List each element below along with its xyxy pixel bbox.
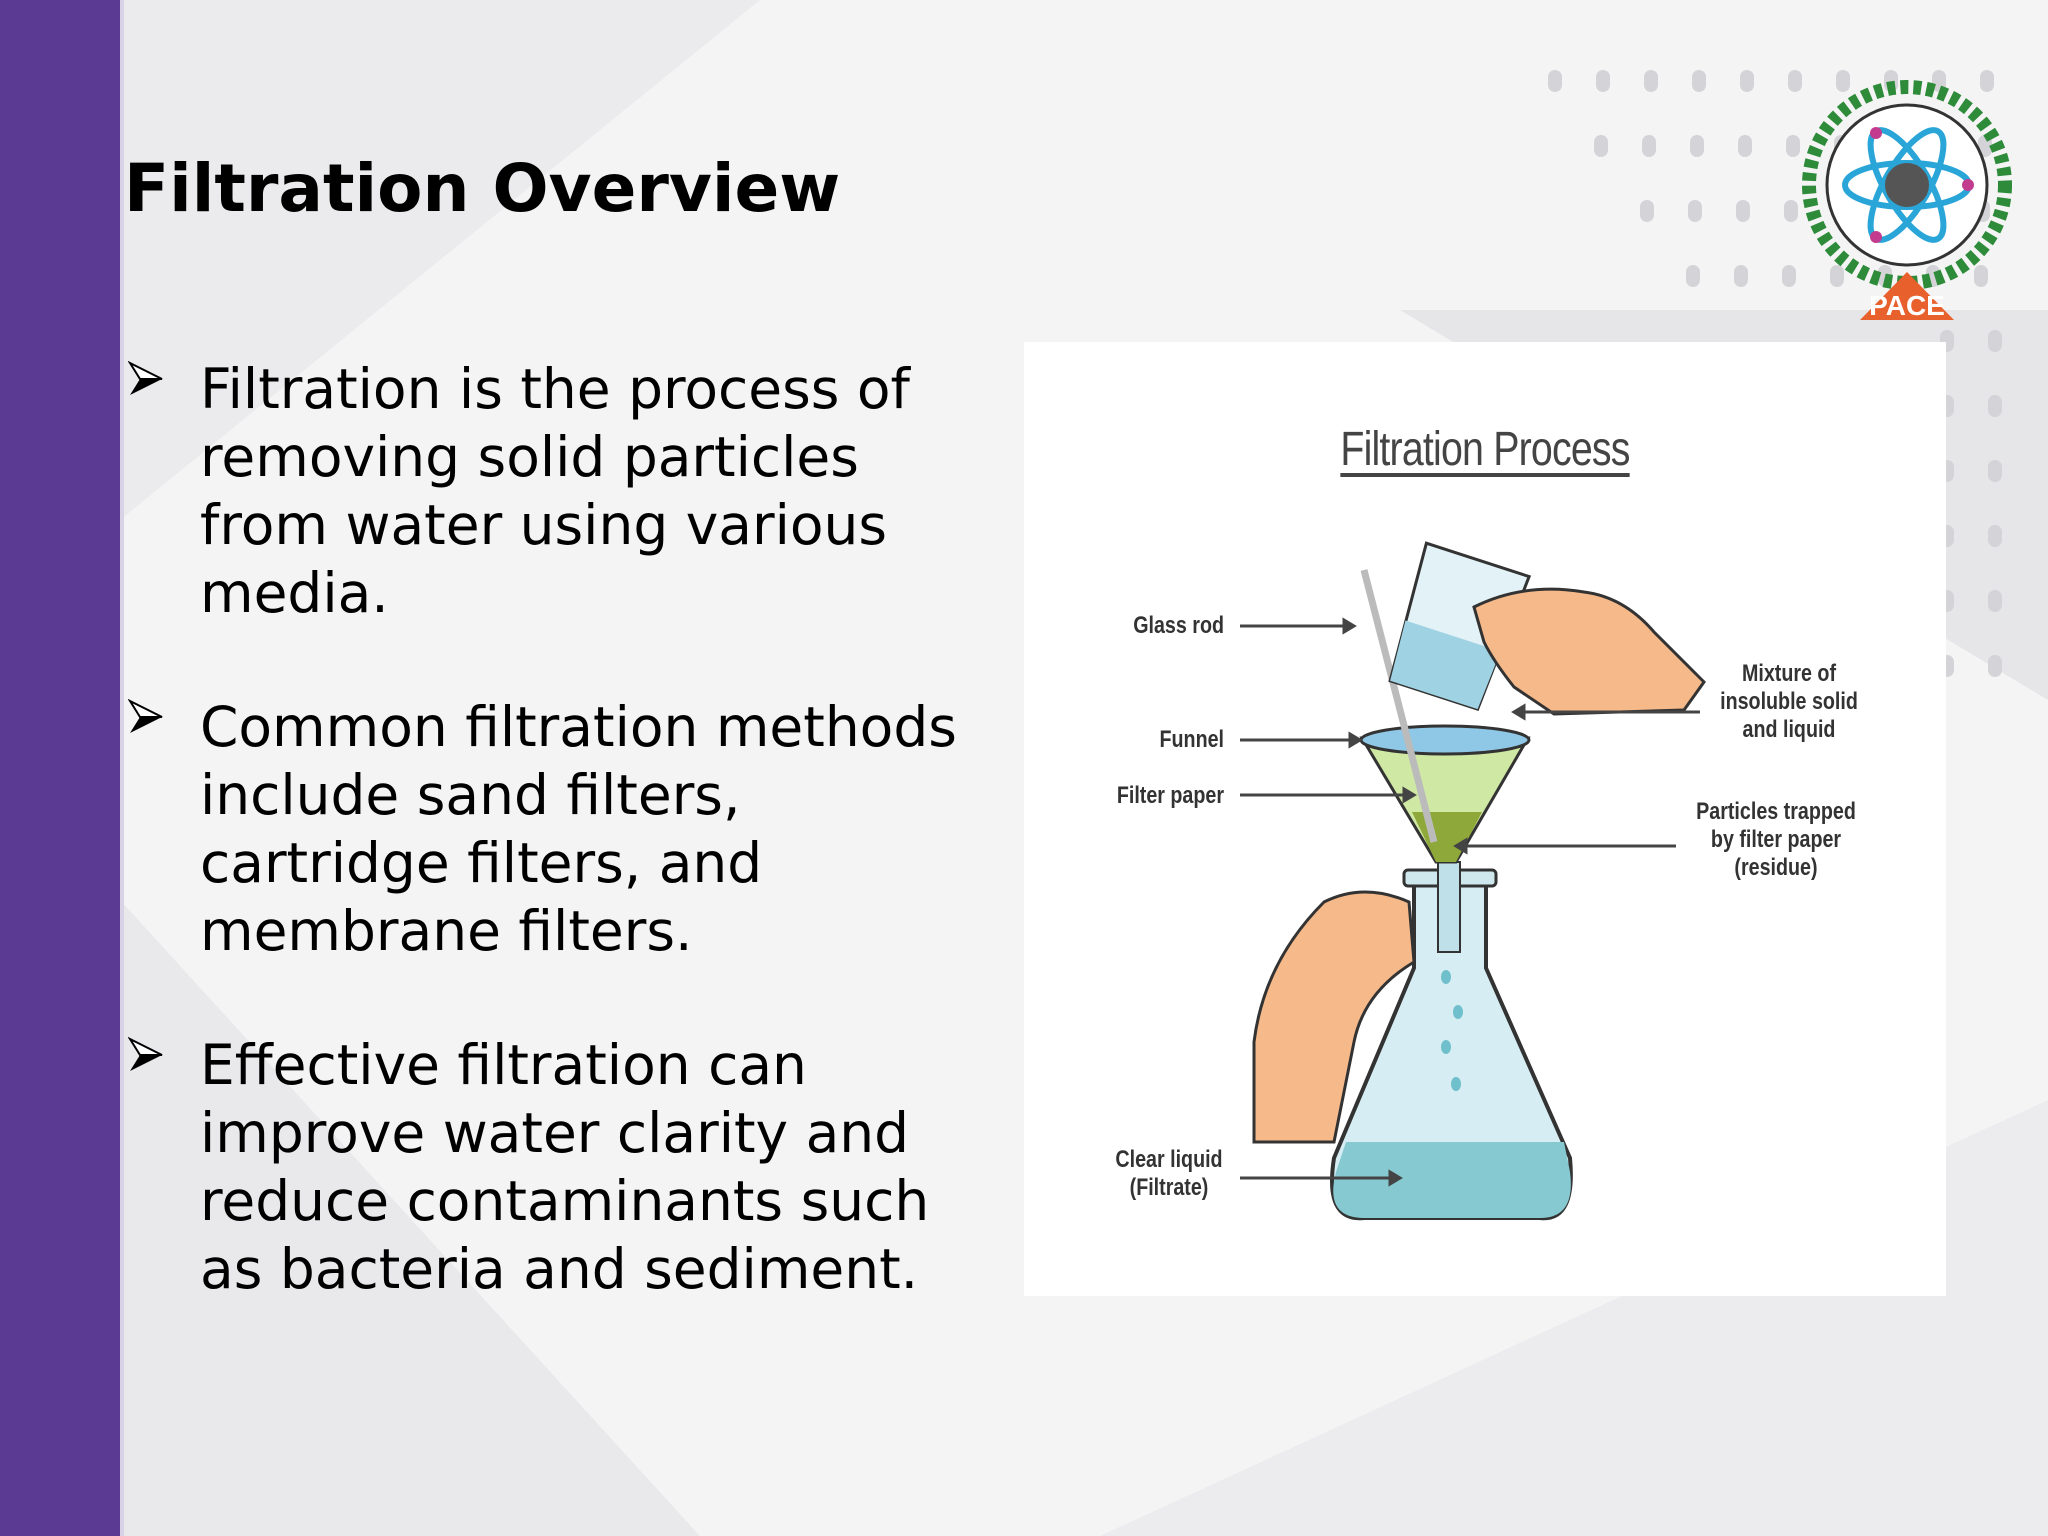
decorative-dot [1786,135,1800,157]
logo-text: PACE [1869,290,1945,321]
glass-rod [1360,569,1438,843]
filtration-diagram: Filtration Process Glass rod Funnel Filt… [1024,342,1946,1296]
arrowhead-bullet-icon [128,361,163,395]
decorative-dot [1736,200,1750,222]
decorative-dot [1974,265,1988,287]
decorative-dot [1734,265,1748,287]
label-particles: Particles trapped by filter paper (resid… [1696,798,1856,881]
decorative-dot [1640,200,1654,222]
decorative-dot [1548,70,1562,92]
bullet-text: Effective filtration can improve water c… [200,1033,930,1301]
bullet-text: Filtration is the process of removing so… [200,357,910,625]
hand-left [1252,890,1416,1144]
decorative-dot [1596,70,1610,92]
label-filter-paper: Filter paper [1116,782,1224,809]
decorative-dot [1830,265,1844,287]
decorative-dot [1686,265,1700,287]
decorative-dot [1988,395,2002,417]
decorative-dot [1988,590,2002,612]
decorative-dot [1988,460,2002,482]
bullet-item: Effective filtration can improve water c… [124,1031,1004,1303]
decorative-dot [1988,525,2002,547]
decorative-dot [1784,200,1798,222]
figure-title: Filtration Process [1340,423,1630,476]
bullet-list: Filtration is the process of removing so… [124,355,1004,1369]
bullet-item: Common filtration methods include sand f… [124,693,1004,965]
decorative-dot [1988,655,2002,677]
label-glass-rod: Glass rod [1133,612,1224,639]
hand-top [1472,587,1706,716]
arrowhead-bullet-icon [128,699,163,733]
decorative-dot [1688,200,1702,222]
decorative-dot [1740,70,1754,92]
decorative-dot [1644,70,1658,92]
side-accent-bar [0,0,124,1536]
decorative-dot [1738,135,1752,157]
decorative-dot [1692,70,1706,92]
slide-title: Filtration Overview [124,150,841,227]
bullet-item: Filtration is the process of removing so… [124,355,1004,627]
decorative-dot [1642,135,1656,157]
decorative-dot [1594,135,1608,157]
filtration-illustration [1240,541,1706,1221]
bullet-text: Common filtration methods include sand f… [200,695,957,963]
label-funnel: Funnel [1159,726,1224,753]
decorative-dot [1980,70,1994,92]
decorative-dot [1836,70,1850,92]
label-clear-liquid: Clear liquid (Filtrate) [1115,1146,1223,1201]
decorative-dot [1788,70,1802,92]
decorative-dot [1988,330,2002,352]
label-mixture: Mixture of insoluble solid and liquid [1720,660,1858,743]
decorative-dot [1782,265,1796,287]
decorative-dot [1690,135,1704,157]
arrowhead-bullet-icon [128,1037,163,1071]
institution-logo: PACE [1802,80,2012,321]
